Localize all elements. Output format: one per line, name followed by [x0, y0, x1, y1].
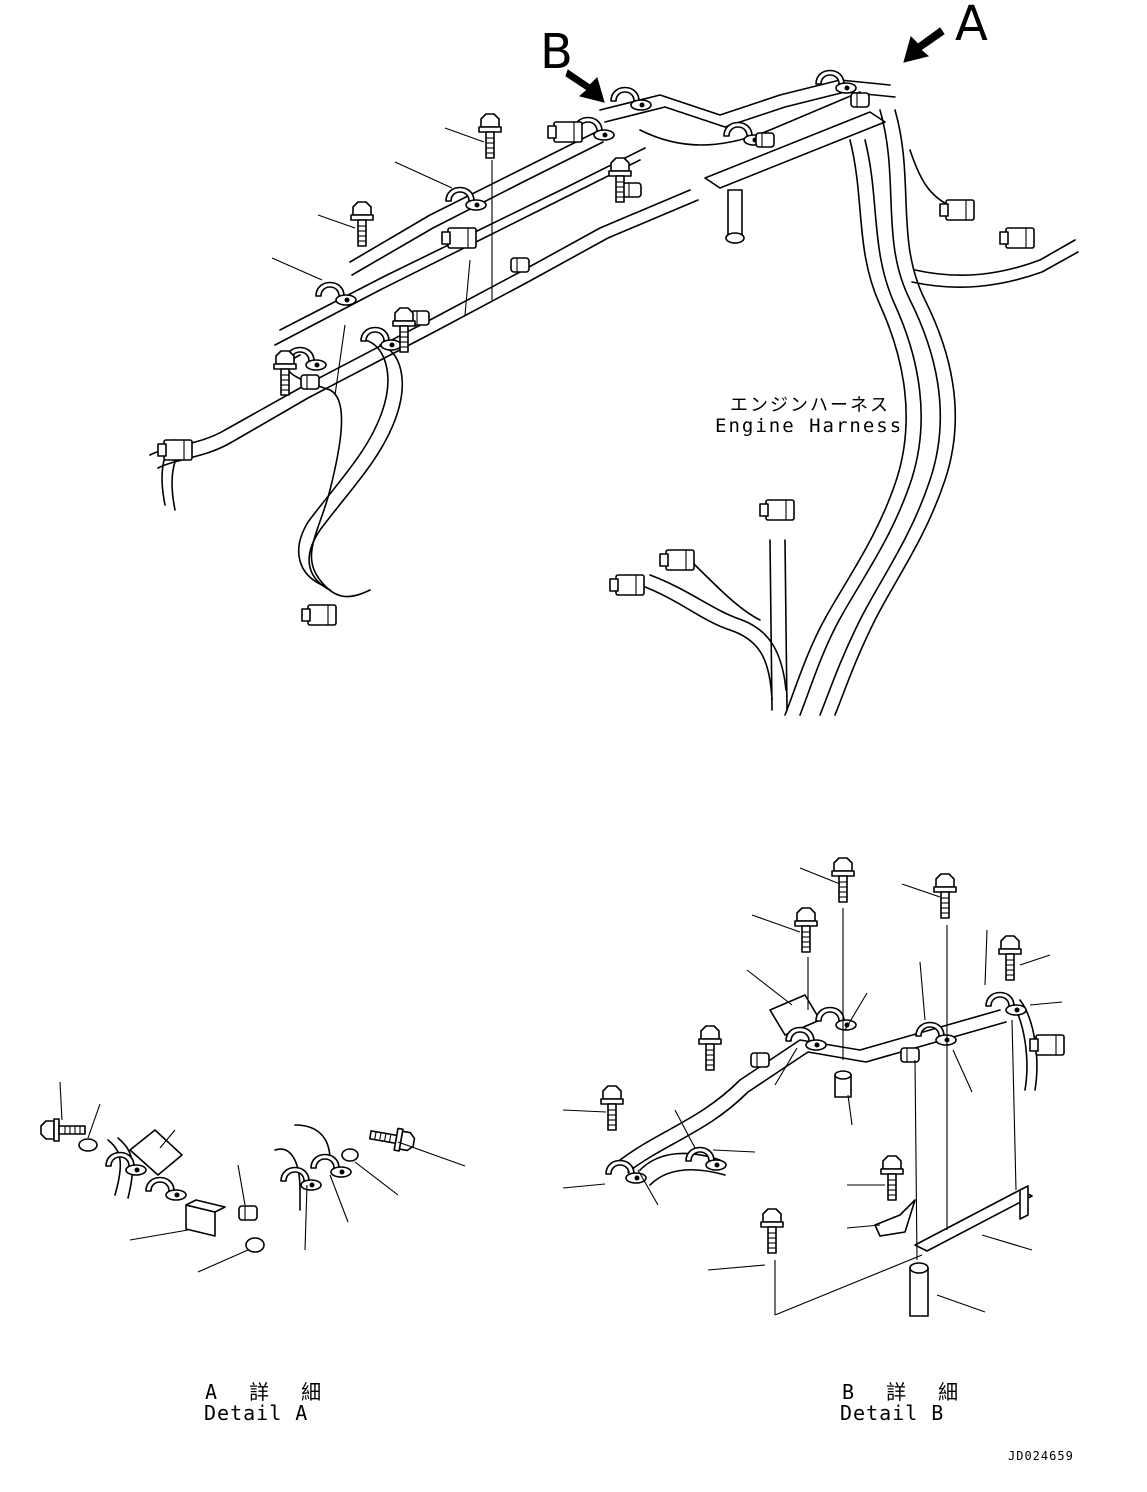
view-b-arrow-icon — [565, 69, 605, 103]
detail-a-view — [40, 1081, 466, 1273]
view-a-arrow-icon — [903, 27, 945, 63]
detail-a-title-en: Detail A — [204, 1401, 309, 1425]
detail-b-title-en: Detail B — [840, 1401, 945, 1425]
harness-label-en: Engine Harness — [715, 415, 904, 437]
drawing-number: JD024659 — [1008, 1449, 1074, 1463]
view-a-label: A — [955, 0, 988, 52]
detail-b-view — [562, 857, 1065, 1317]
harness-label-jp: エンジンハーネス — [730, 395, 890, 416]
detail-b-title-jp: B 詳 細 — [842, 1380, 969, 1404]
view-b-label: B — [540, 24, 573, 80]
main-assembly-view — [149, 27, 1079, 716]
detail-a-title-jp: A 詳 細 — [205, 1380, 332, 1404]
